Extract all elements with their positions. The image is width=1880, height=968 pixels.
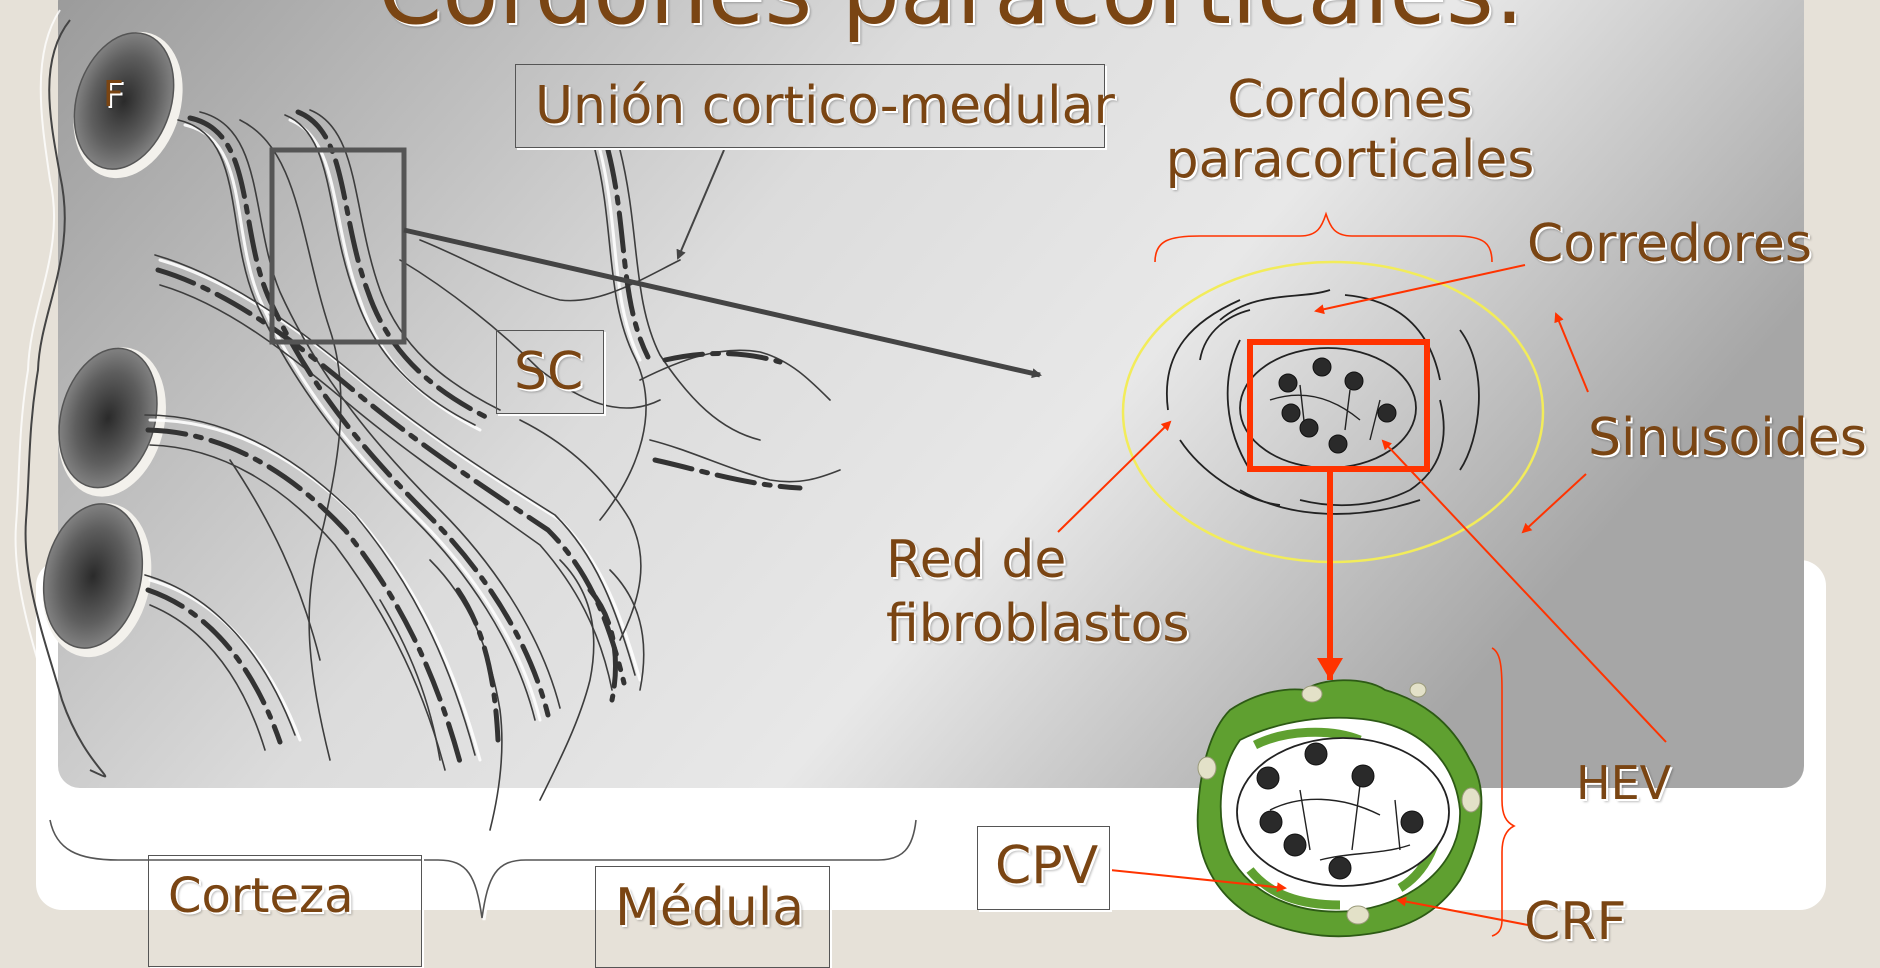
slide-title: Cordones paracorticales:	[378, 0, 1525, 45]
corteza-label: Corteza	[168, 868, 354, 924]
cpv-label: CPV	[995, 836, 1098, 896]
corredores-label: Corredores	[1527, 214, 1812, 274]
cordones-label: Cordones paracorticales	[1155, 70, 1545, 190]
hev-label: HEV	[1576, 756, 1671, 810]
crf-label: CRF	[1524, 892, 1626, 952]
cortico-medular-label: Unión cortico-medular	[535, 76, 1115, 136]
red-fibroblastos-label: Red de fibroblastos	[886, 528, 1190, 656]
sinusoides-label: Sinusoides	[1588, 408, 1867, 468]
hev-large	[1198, 680, 1482, 936]
medula-label: Médula	[615, 878, 804, 938]
follicle-label: F	[103, 74, 124, 115]
sc-label: SC	[514, 342, 583, 402]
